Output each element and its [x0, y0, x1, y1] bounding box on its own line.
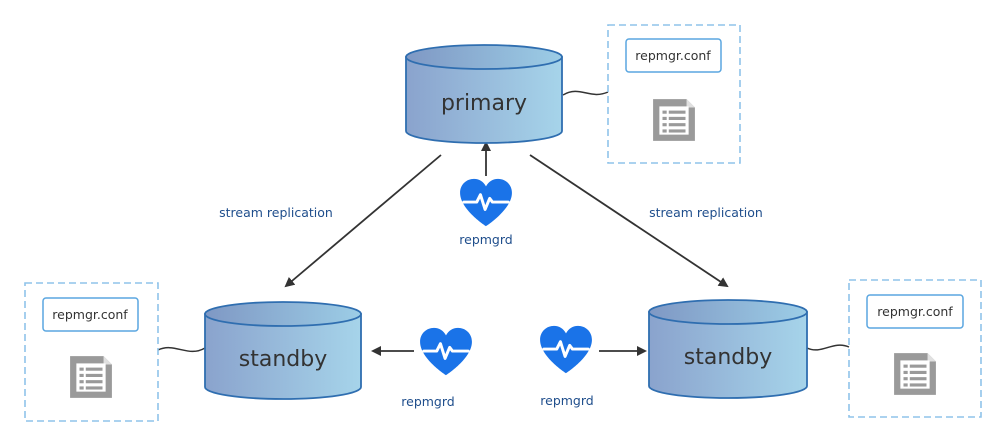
primary-database[interactable]: primary: [405, 44, 563, 144]
primary-config-file[interactable]: [625, 38, 722, 73]
standby-left-label: standby: [239, 347, 327, 372]
standby-right-config-connector: [806, 344, 850, 351]
heart-pulse-icon: [458, 178, 514, 228]
primary-config-panel: repmgr.conf: [607, 24, 741, 164]
repmgrd-right[interactable]: repmgrd: [538, 325, 594, 408]
repmgrd-left[interactable]: repmgrd: [401, 327, 474, 409]
repmgrd-right-label: repmgrd: [540, 393, 593, 408]
document-icon: [653, 99, 695, 141]
repmgrd-top[interactable]: repmgrd: [458, 178, 514, 247]
document-icon: [894, 353, 936, 395]
document-icon: [70, 356, 112, 398]
standby-left-config-file[interactable]: [42, 297, 139, 332]
replication-right-label: stream replication: [649, 205, 763, 220]
standby-right-config-label: repmgr.conf: [877, 304, 953, 319]
standby-left-database[interactable]: standby: [204, 301, 362, 400]
replication-left-label: stream replication: [219, 205, 333, 220]
heart-pulse-icon: [538, 325, 594, 375]
replication-right-arrow: [529, 154, 729, 288]
repmgrd-left-label: repmgrd: [401, 394, 454, 409]
standby-right-config-file[interactable]: [866, 294, 964, 329]
repmgrd-top-label: repmgrd: [459, 232, 512, 247]
primary-config-label: repmgr.conf: [635, 48, 711, 63]
heart-pulse-icon: [418, 327, 474, 377]
standby-left-config-connector: [157, 346, 206, 353]
primary-config-connector: [562, 90, 609, 96]
standby-right-label: standby: [684, 345, 772, 370]
standby-right-config-panel: repmgr.conf: [848, 279, 982, 418]
primary-label: primary: [441, 91, 527, 116]
standby-right-database[interactable]: standby: [648, 299, 808, 399]
replication-left-arrow: [284, 154, 442, 288]
standby-left-config-label: repmgr.conf: [52, 307, 128, 322]
standby-left-config-panel: repmgr.conf: [24, 282, 159, 422]
